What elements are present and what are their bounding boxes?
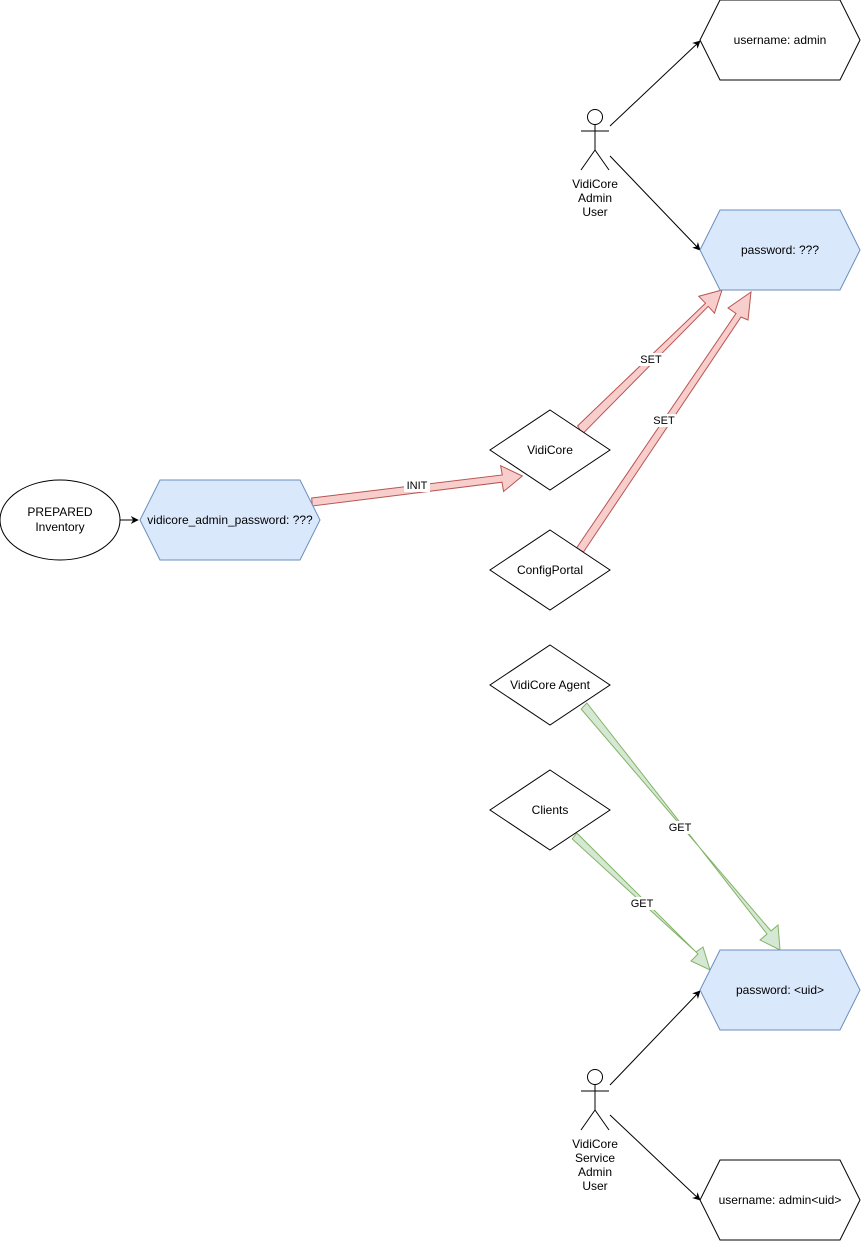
inventory-node [0, 479, 121, 561]
password-unknown-label: password: ??? [741, 243, 819, 257]
username-admin-uid-node [699, 1159, 861, 1241]
vidicore-label: VidiCore [527, 443, 573, 457]
username-admin-node [699, 0, 861, 81]
vidicore-admin-password-node [139, 479, 321, 561]
admin-user-label-line1: VidiCore [572, 177, 618, 191]
service-admin-user-label-line2: Service [575, 1151, 615, 1165]
edge-label-set-vidicore: SET [640, 354, 662, 366]
password-uid-node [699, 949, 861, 1031]
clients-label: Clients [532, 803, 569, 817]
edge-label-get-clients: GET [631, 898, 654, 910]
admin-user-label-line3: User [582, 205, 607, 219]
vidicore-node [489, 409, 611, 491]
configportal-label: ConfigPortal [517, 563, 583, 577]
edge-label-get-agent: GET [669, 822, 692, 834]
get-arrow-agent [580, 702, 781, 951]
connector-admin-to-username [609, 40, 701, 127]
vidicore-admin-password-label: vidicore_admin_password: ??? [147, 513, 313, 527]
connector-service-to-username [609, 1114, 701, 1201]
service-admin-user-actor [580, 1069, 610, 1131]
connector-service-to-password [609, 990, 701, 1086]
service-admin-user-label-line1: VidiCore [572, 1137, 618, 1151]
admin-user-actor [580, 109, 610, 171]
service-admin-user-label-line4: User [582, 1179, 607, 1193]
edge-label-init: INIT [407, 480, 428, 492]
password-uid-label: password: <uid> [736, 983, 824, 997]
edge-label-set-configportal: SET [653, 415, 675, 427]
password-unknown-node [699, 209, 861, 291]
inventory-label-line1: PREPARED [27, 505, 92, 519]
service-admin-user-label-line3: Admin [578, 1165, 612, 1179]
clients-node [489, 769, 611, 851]
admin-user-label-line2: Admin [578, 191, 612, 205]
username-admin-label: username: admin [734, 33, 827, 47]
vidicore-agent-label: VidiCore Agent [510, 678, 591, 692]
vidicore-agent-node [489, 644, 611, 726]
configportal-node [489, 529, 611, 611]
username-admin-uid-label: username: admin<uid> [719, 1193, 842, 1207]
connector-admin-to-password [609, 155, 701, 251]
inventory-label-line2: Inventory [35, 520, 84, 534]
